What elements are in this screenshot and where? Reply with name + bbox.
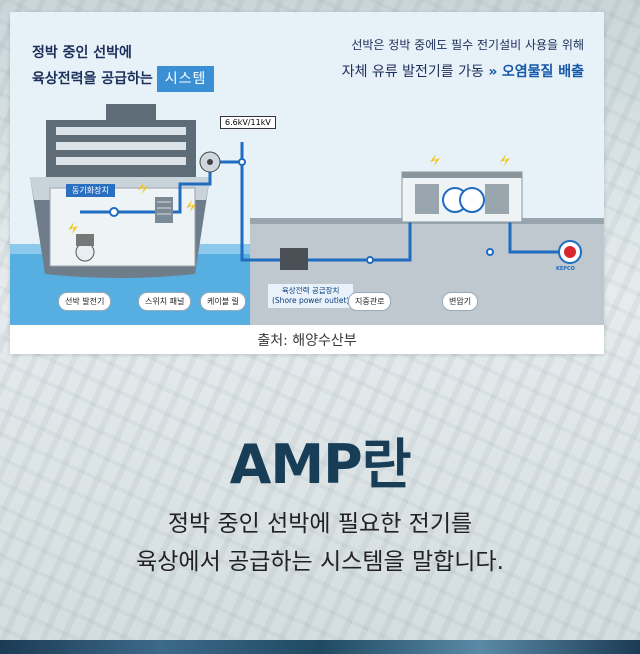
description: 정박 중인 선박에 필요한 전기를 육상에서 공급하는 시스템을 말합니다. xyxy=(0,505,640,581)
bottom-strip xyxy=(0,640,640,654)
transformer-label: 변압기 xyxy=(442,292,479,311)
headline-left-tag: 시스템 xyxy=(156,66,215,92)
headline-right-line2: 자체 유류 발전기를 가동 » 오염물질 배출 xyxy=(342,61,584,81)
underground-label: 지중관로 xyxy=(348,292,392,311)
source-caption: 출처: 해양수산부 xyxy=(257,333,357,349)
headline-right-line1: 선박은 정박 중에도 필수 전기설비 사용을 위해 xyxy=(351,38,584,52)
voltage-label: 6.6kV/11kV xyxy=(220,116,276,129)
shore-outlet-label: 육상전력 공급장치 (Shore power outlet) xyxy=(268,284,354,308)
headline-left-line2a: 육상전력을 공급하는 xyxy=(32,71,153,87)
headline-left-line1: 정박 중인 선박에 xyxy=(32,45,132,61)
switch-panel-label: 스위치 패널 xyxy=(138,292,192,311)
description-line2: 육상에서 공급하는 시스템을 말합니다. xyxy=(136,549,504,575)
description-line1: 정박 중인 선박에 필요한 전기를 xyxy=(167,511,473,537)
generator-label: 선박 발전기 xyxy=(58,292,112,311)
pollution-text: 오염물질 배출 xyxy=(501,64,584,80)
arrow-icon: » xyxy=(488,64,498,80)
headline-right: 선박은 정박 중에도 필수 전기설비 사용을 위해 자체 유류 발전기를 가동 … xyxy=(342,36,584,81)
page-title: AMP란 xyxy=(229,433,412,496)
kepco-logo: KEPCO xyxy=(556,266,575,272)
headline-right-line2a: 자체 유류 발전기를 가동 xyxy=(341,64,484,80)
cable-reel-label: 케이블 릴 xyxy=(200,292,246,311)
sync-device-label: 동기화장치 xyxy=(66,184,115,197)
